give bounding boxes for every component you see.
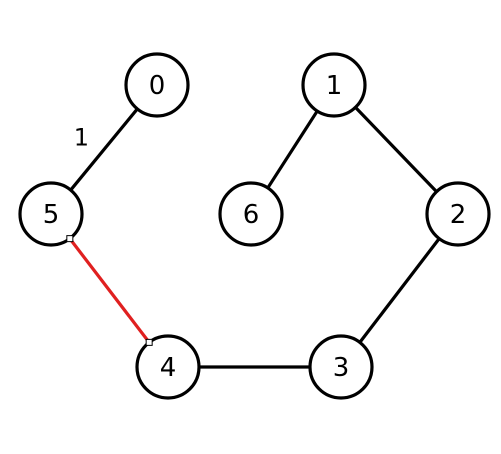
node-label-5: 5 <box>43 200 60 230</box>
node-6[interactable]: 6 <box>218 181 284 247</box>
node-circle-1[interactable] <box>301 52 367 118</box>
node-circle-5[interactable] <box>18 181 84 247</box>
edge-handle-end-5-4[interactable] <box>145 338 153 346</box>
node-label-3: 3 <box>333 353 350 383</box>
edge-3-2[interactable] <box>358 237 441 344</box>
edge-5-4[interactable] <box>68 237 151 344</box>
node-3[interactable]: 3 <box>308 334 374 400</box>
node-label-2: 2 <box>450 200 467 230</box>
node-circle-2[interactable] <box>425 181 491 247</box>
node-label-4: 4 <box>160 353 177 383</box>
node-1[interactable]: 1 <box>301 52 367 118</box>
node-label-0: 0 <box>149 71 166 101</box>
node-0[interactable]: 0 <box>124 52 190 118</box>
node-circle-0[interactable] <box>124 52 190 118</box>
node-5[interactable]: 5 <box>18 181 84 247</box>
node-circle-4[interactable] <box>135 334 201 400</box>
node-4[interactable]: 4 <box>135 334 201 400</box>
nodes-layer: 0 1 2 3 4 5 6 <box>18 52 491 400</box>
edge-labels-layer: 1 <box>74 123 89 151</box>
edge-label-0-5: 1 <box>74 123 89 151</box>
node-label-6: 6 <box>243 200 260 230</box>
node-2[interactable]: 2 <box>425 181 491 247</box>
edge-2-1[interactable] <box>354 106 438 193</box>
edges-layer <box>68 106 441 369</box>
node-circle-6[interactable] <box>218 181 284 247</box>
edge-handle-start-5-4[interactable] <box>66 235 74 243</box>
node-circle-3[interactable] <box>308 334 374 400</box>
handles-layer <box>66 235 153 346</box>
edge-1-6[interactable] <box>266 110 319 189</box>
node-label-1: 1 <box>326 71 343 101</box>
edge-0-5[interactable] <box>69 107 139 192</box>
